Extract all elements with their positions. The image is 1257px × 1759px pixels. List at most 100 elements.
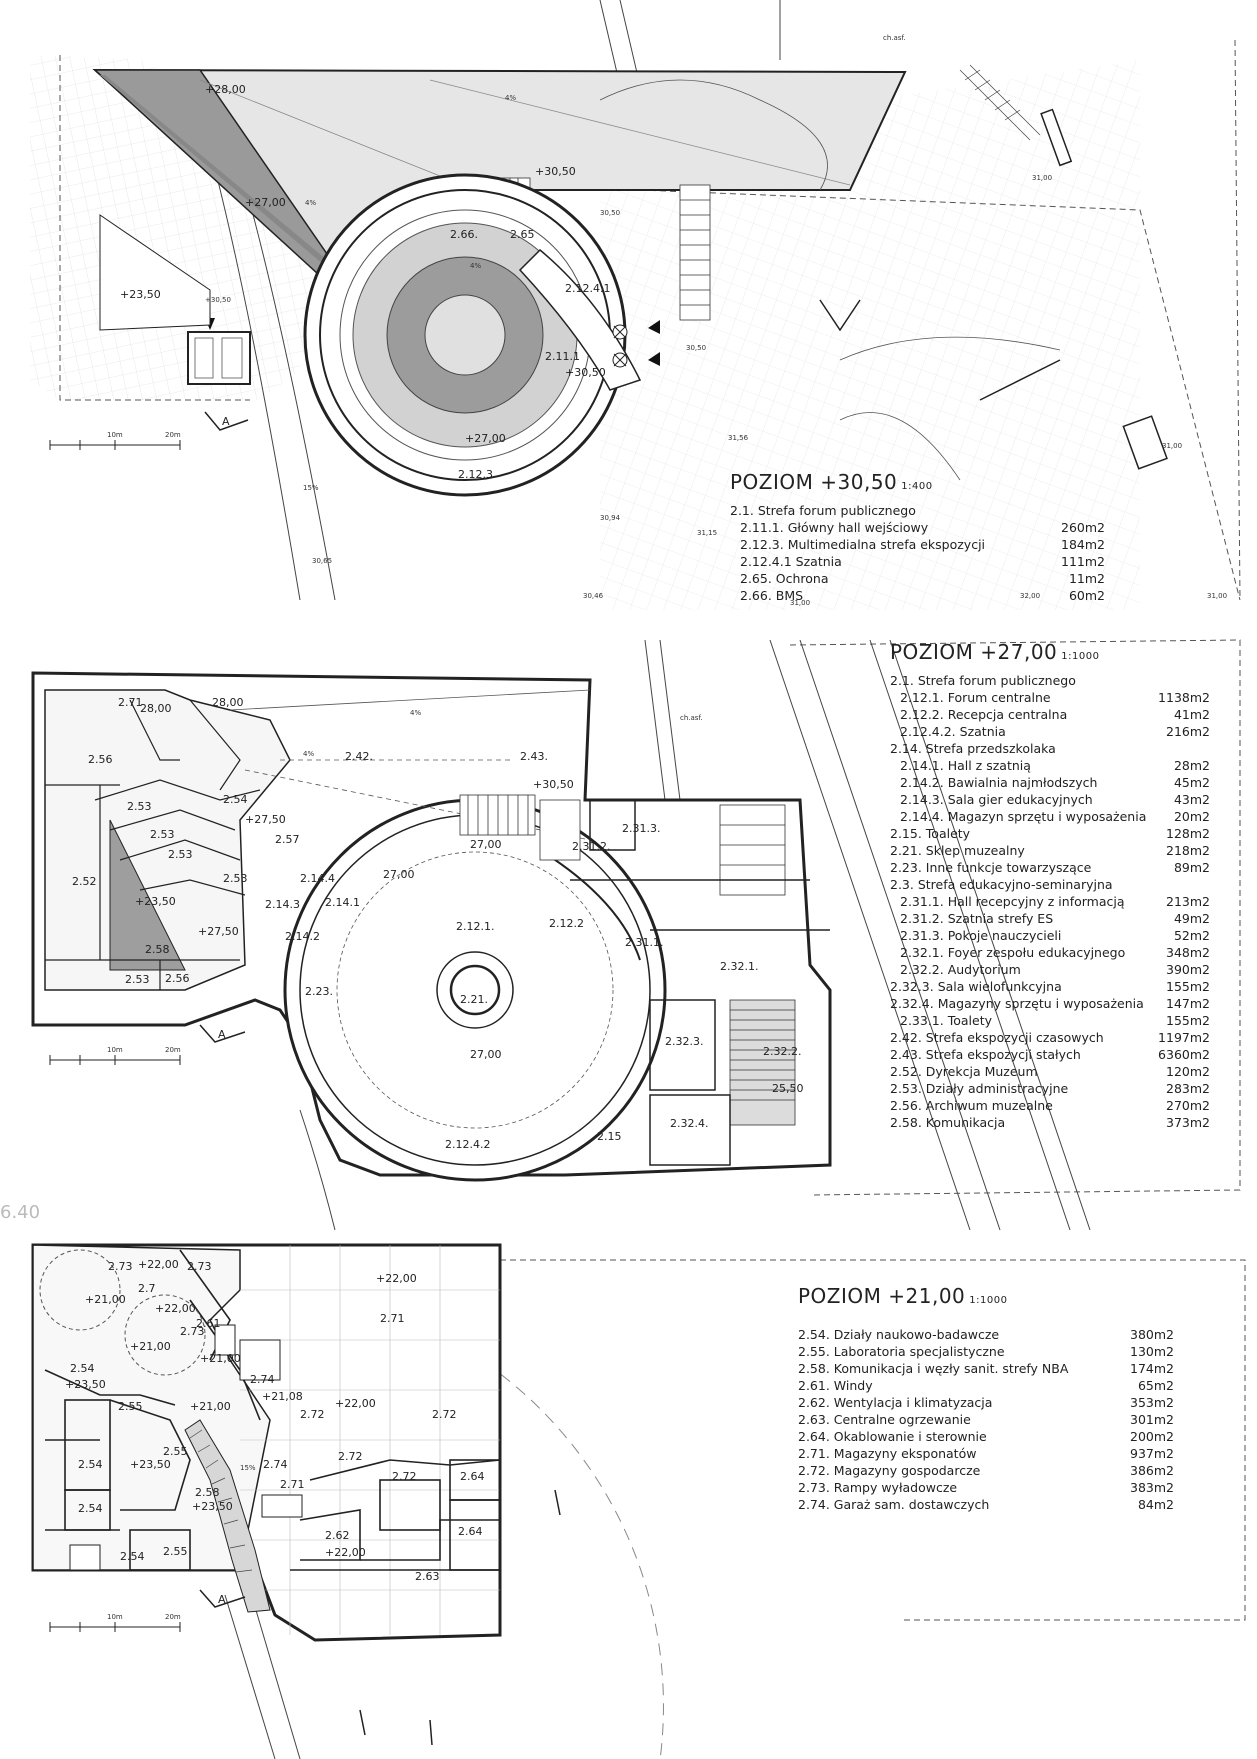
plan-label: +23,50: [130, 1458, 171, 1471]
legend-row-name: 2.56. Archiwum muzealne: [890, 1098, 1053, 1113]
legend-row-name: 2.14.1. Hall z szatnią: [900, 758, 1031, 773]
plan-level-2100: 2.73 +22,00 2.73 +22,00 +21,00 2.7 +22,0…: [31, 1243, 1246, 1759]
plan-label: 2.11.1: [545, 350, 580, 363]
legend-row-area: 353m2: [1130, 1395, 1174, 1410]
section-arrow-label: A: [218, 1028, 226, 1041]
legend-row-name: 2.12.4.2. Szatnia: [900, 724, 1006, 739]
plan-label: +22,00: [376, 1272, 417, 1285]
legend-row-area: 184m2: [1061, 537, 1105, 552]
legend-row-area: 49m2: [1173, 911, 1210, 926]
plan-label: +23,50: [192, 1500, 233, 1513]
legend-row-name: 2.12.1. Forum centralne: [900, 690, 1051, 705]
legend-row: 2.1. Strefa forum publicznego: [890, 672, 1210, 689]
plan-label: 2.58: [195, 1486, 220, 1499]
plan-label: 2.14.4: [300, 872, 335, 885]
legend-row: 2.3. Strefa edukacyjno-seminaryjna: [890, 876, 1210, 893]
plan-label: 2.53: [223, 872, 248, 885]
plan-label: 31,15: [697, 529, 717, 537]
legend-row-area: 390m2: [1166, 962, 1210, 977]
legend-row-area: 41m2: [1173, 707, 1210, 722]
legend-row-area: 216m2: [1166, 724, 1210, 739]
plan-level-2700: 2.71 28,00 28,00 2.56 2.53 2.54 2.53 2.5…: [0, 639, 1241, 1231]
plan-label: 30,94: [600, 514, 621, 522]
legend-row-area: 380m2: [1130, 1327, 1174, 1342]
legend-row-name: 2.12.3. Multimedialna strefa ekspozycji: [740, 537, 986, 552]
plan-label: 2.73: [108, 1260, 133, 1273]
legend-row-name: 2.74. Garaż sam. dostawczych: [798, 1497, 990, 1512]
plan-label: +30,50: [205, 296, 231, 304]
plan-label: 2.64: [460, 1470, 485, 1483]
plan-label: 2.71: [280, 1478, 305, 1491]
plan-label: 2.32.4.: [670, 1117, 708, 1130]
legend-row-area: 155m2: [1166, 979, 1210, 994]
plan-label: 2.54: [70, 1362, 95, 1375]
legend-row-name: 2.58. Komunikacja: [890, 1115, 1006, 1130]
legend-row-area: 155m2: [1166, 1013, 1210, 1028]
plan-label: 2.63: [415, 1570, 440, 1583]
legend-row-name: 2.1. Strefa forum publicznego: [890, 673, 1076, 688]
legend-row-name: 2.32.2. Audytorium: [900, 962, 1021, 977]
legend-row-name: 2.3. Strefa edukacyjno-seminaryjna: [890, 877, 1113, 892]
legend-row-name: 2.14.4. Magazyn sprzętu i wyposażenia: [900, 809, 1147, 824]
scale-label: 10m: [107, 431, 123, 439]
plan-label: +22,00: [138, 1258, 179, 1271]
legend-row-name: 2.72. Magazyny gospodarcze: [798, 1463, 981, 1478]
plan-label: +21,00: [200, 1352, 241, 1365]
legend-row-name: 2.54. Działy naukowo-badawcze: [798, 1327, 1000, 1342]
legend-row-area: [1202, 740, 1210, 757]
plan-label: +27,00: [465, 432, 506, 445]
legend-row-area: 270m2: [1166, 1098, 1210, 1113]
plan-label: +30,50: [533, 778, 574, 791]
legend-row-name: 2.53. Działy administracyjne: [890, 1081, 1069, 1096]
plan-label: 15%: [240, 1464, 256, 1472]
plan-label: 2.43.: [520, 750, 548, 763]
plan-label: 2.61: [196, 1317, 221, 1330]
plan-label: +30,50: [535, 165, 576, 178]
plan-label: 2.12.4.1: [565, 282, 610, 295]
legend-row-area: 111m2: [1061, 554, 1105, 569]
plan-label: +27,50: [198, 925, 239, 938]
legend-row: 2.58. Komunikacja i węzły sanit. strefy …: [798, 1360, 1174, 1377]
plan-label: 2.53: [127, 800, 152, 813]
plan-label: 4%: [305, 199, 316, 207]
legend-row-name: 2.66. BMS: [740, 588, 804, 603]
plan-label: 31,56: [728, 434, 749, 442]
plan-level-3050: +28,00 +27,00 +30,50 +23,50 +30,50 2.66.…: [30, 0, 1241, 610]
plan-label: 2.54: [223, 793, 248, 806]
legend-row-area: 174m2: [1130, 1361, 1174, 1376]
plan-label: 2.56: [88, 753, 113, 766]
plan-label: 2.55: [163, 1545, 188, 1558]
legend-row-name: 2.33.1. Toalety: [900, 1013, 992, 1028]
legend-row-area: 52m2: [1173, 928, 1210, 943]
plan-label: +22,00: [325, 1546, 366, 1559]
plan-label: 30,46: [583, 592, 604, 600]
plan-label: 2.71: [118, 696, 143, 709]
plan-label: 2.55: [118, 1400, 143, 1413]
plan-label: 27,00: [470, 838, 502, 851]
plan-label: 2.74: [250, 1373, 275, 1386]
scale-label: 10m: [107, 1613, 123, 1621]
plan-label: 2.73: [187, 1260, 212, 1273]
plan-label: 2.72: [392, 1470, 417, 1483]
plan-label: 30,50: [600, 209, 620, 217]
plan-label: 4%: [505, 94, 516, 102]
legend-row-name: 2.62. Wentylacja i klimatyzacja: [798, 1395, 993, 1410]
scale-label: 20m: [165, 1613, 181, 1621]
plan-label: 32,00: [1020, 592, 1040, 600]
plan-label: 2.12.1.: [456, 920, 494, 933]
